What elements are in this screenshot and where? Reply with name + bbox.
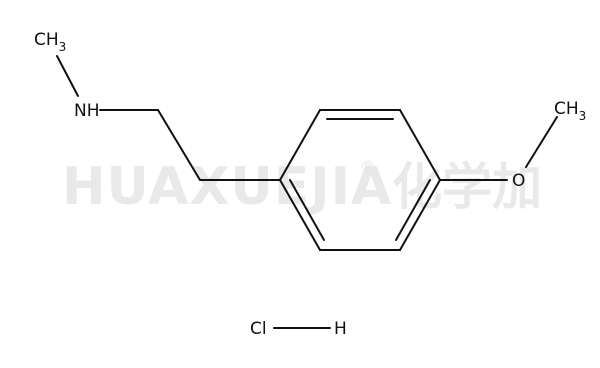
ether-methyl-label: CH3 [554, 99, 586, 123]
ring-bond-6 [279, 179, 321, 251]
watermark-registered-mark: ® [360, 157, 376, 176]
bond-methyl-nitrogen [56, 55, 79, 97]
amine-methyl-label: CH3 [34, 30, 66, 54]
bonds [56, 55, 558, 329]
bond-ch2-ch2 [157, 109, 201, 181]
watermark: HUAXUEJIA ® 化学加 [62, 157, 542, 217]
ring-double-bond-right [395, 179, 431, 241]
ring-double-bond-left [289, 179, 325, 241]
watermark-brand: HUAXUEJIA [62, 157, 392, 217]
atom-labels: CH3 NH O CH3 Cl H [34, 30, 586, 339]
ring-bond-1 [279, 109, 321, 181]
amine-nh-label: NH [74, 101, 100, 121]
watermark-chinese: 化学加 [392, 158, 542, 216]
ring-bond-3 [399, 109, 441, 181]
bond-oxygen-methyl [525, 116, 558, 168]
ring-bond-4 [399, 179, 441, 251]
ether-oxygen-label: O [512, 171, 525, 191]
hydrogen-label: H [334, 319, 347, 339]
chlorine-label: Cl [250, 319, 267, 339]
